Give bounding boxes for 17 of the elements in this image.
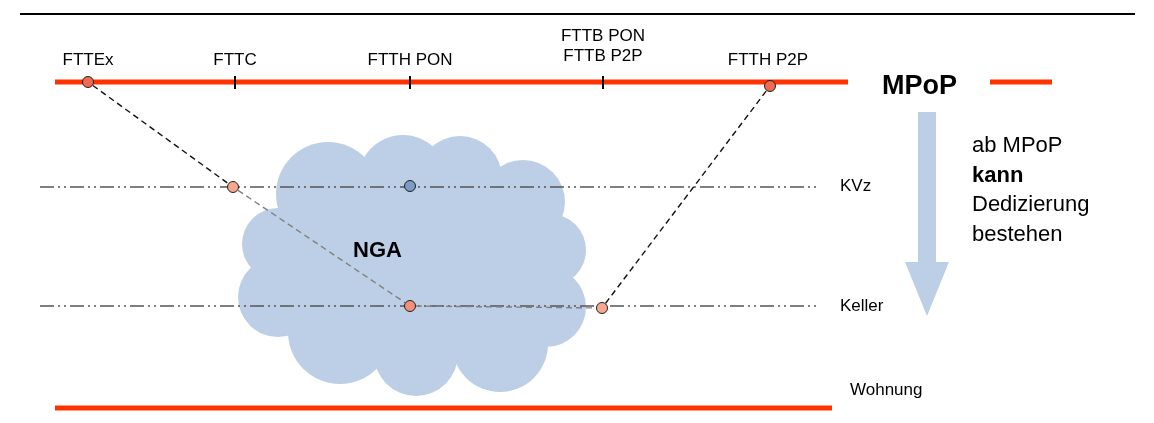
connection-dot: [227, 181, 239, 193]
annotation-text: ab MPoP kann Dedizierung bestehen: [972, 131, 1091, 249]
connection-dot: [82, 76, 94, 88]
line-label: KVz: [840, 176, 872, 196]
dashed-connector: [237, 189, 406, 304]
dashed-connector: [92, 84, 229, 185]
line-label: MPoP: [882, 70, 957, 101]
line-label: FTTB PON FTTB P2P: [559, 26, 647, 66]
line-label: FTTH PON: [367, 50, 453, 70]
line-label: Keller: [840, 296, 884, 316]
line-label: Wohnung: [850, 380, 923, 400]
connection-dot: [596, 302, 608, 314]
cloud-label: NGA: [353, 237, 402, 263]
line-label: FTTEx: [62, 50, 114, 70]
line-label: FTTH P2P: [727, 50, 809, 70]
dashed-connector: [604, 90, 768, 304]
line-label: FTTC: [213, 50, 257, 70]
